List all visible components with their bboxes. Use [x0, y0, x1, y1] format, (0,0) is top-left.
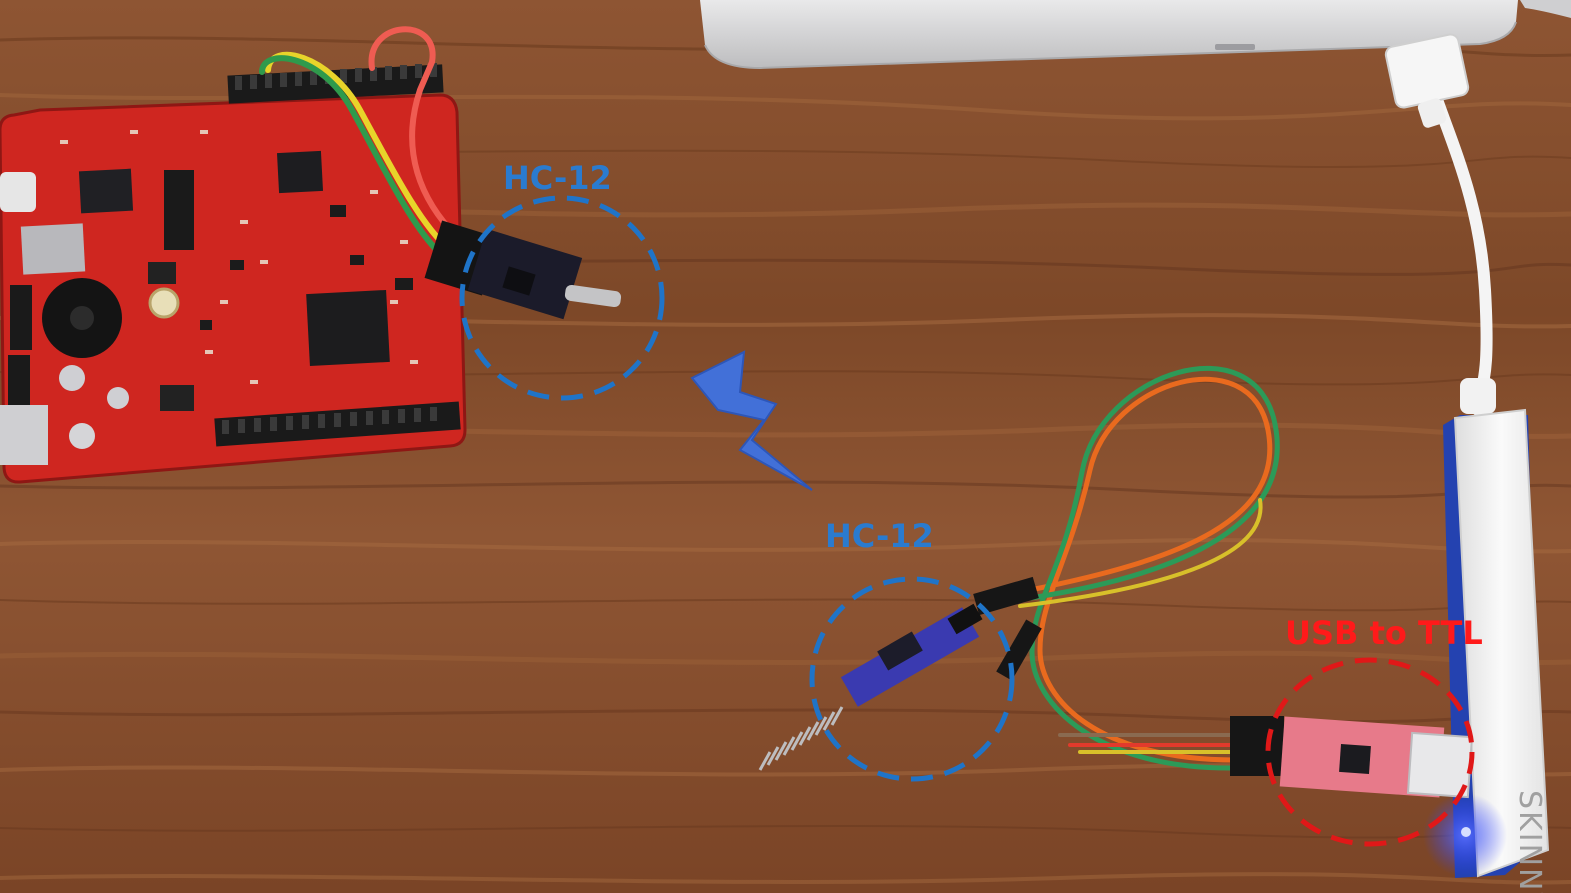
usb-ttl-module — [1279, 716, 1474, 799]
hc12-top-label: HC-12 — [503, 159, 612, 197]
usb-ttl-highlight-circle — [1265, 657, 1475, 847]
hub-brand-text: SKINNY — [1512, 790, 1547, 893]
red-dev-board — [0, 63, 467, 484]
hc12-bottom-highlight-circle — [809, 576, 1015, 782]
hc12-bottom-label: HC-12 — [825, 517, 934, 555]
hc12-module-bottom — [758, 603, 983, 771]
usb-ttl-label: USB to TTL — [1285, 614, 1483, 652]
laptop — [700, 0, 1571, 70]
usb-cable — [1384, 33, 1496, 416]
loop-wires — [1018, 365, 1280, 771]
jumper-connectors — [973, 576, 1284, 776]
lightning-bolt-icon — [690, 350, 813, 491]
hc12-top-highlight-circle — [459, 195, 665, 401]
board-wires — [259, 26, 461, 261]
